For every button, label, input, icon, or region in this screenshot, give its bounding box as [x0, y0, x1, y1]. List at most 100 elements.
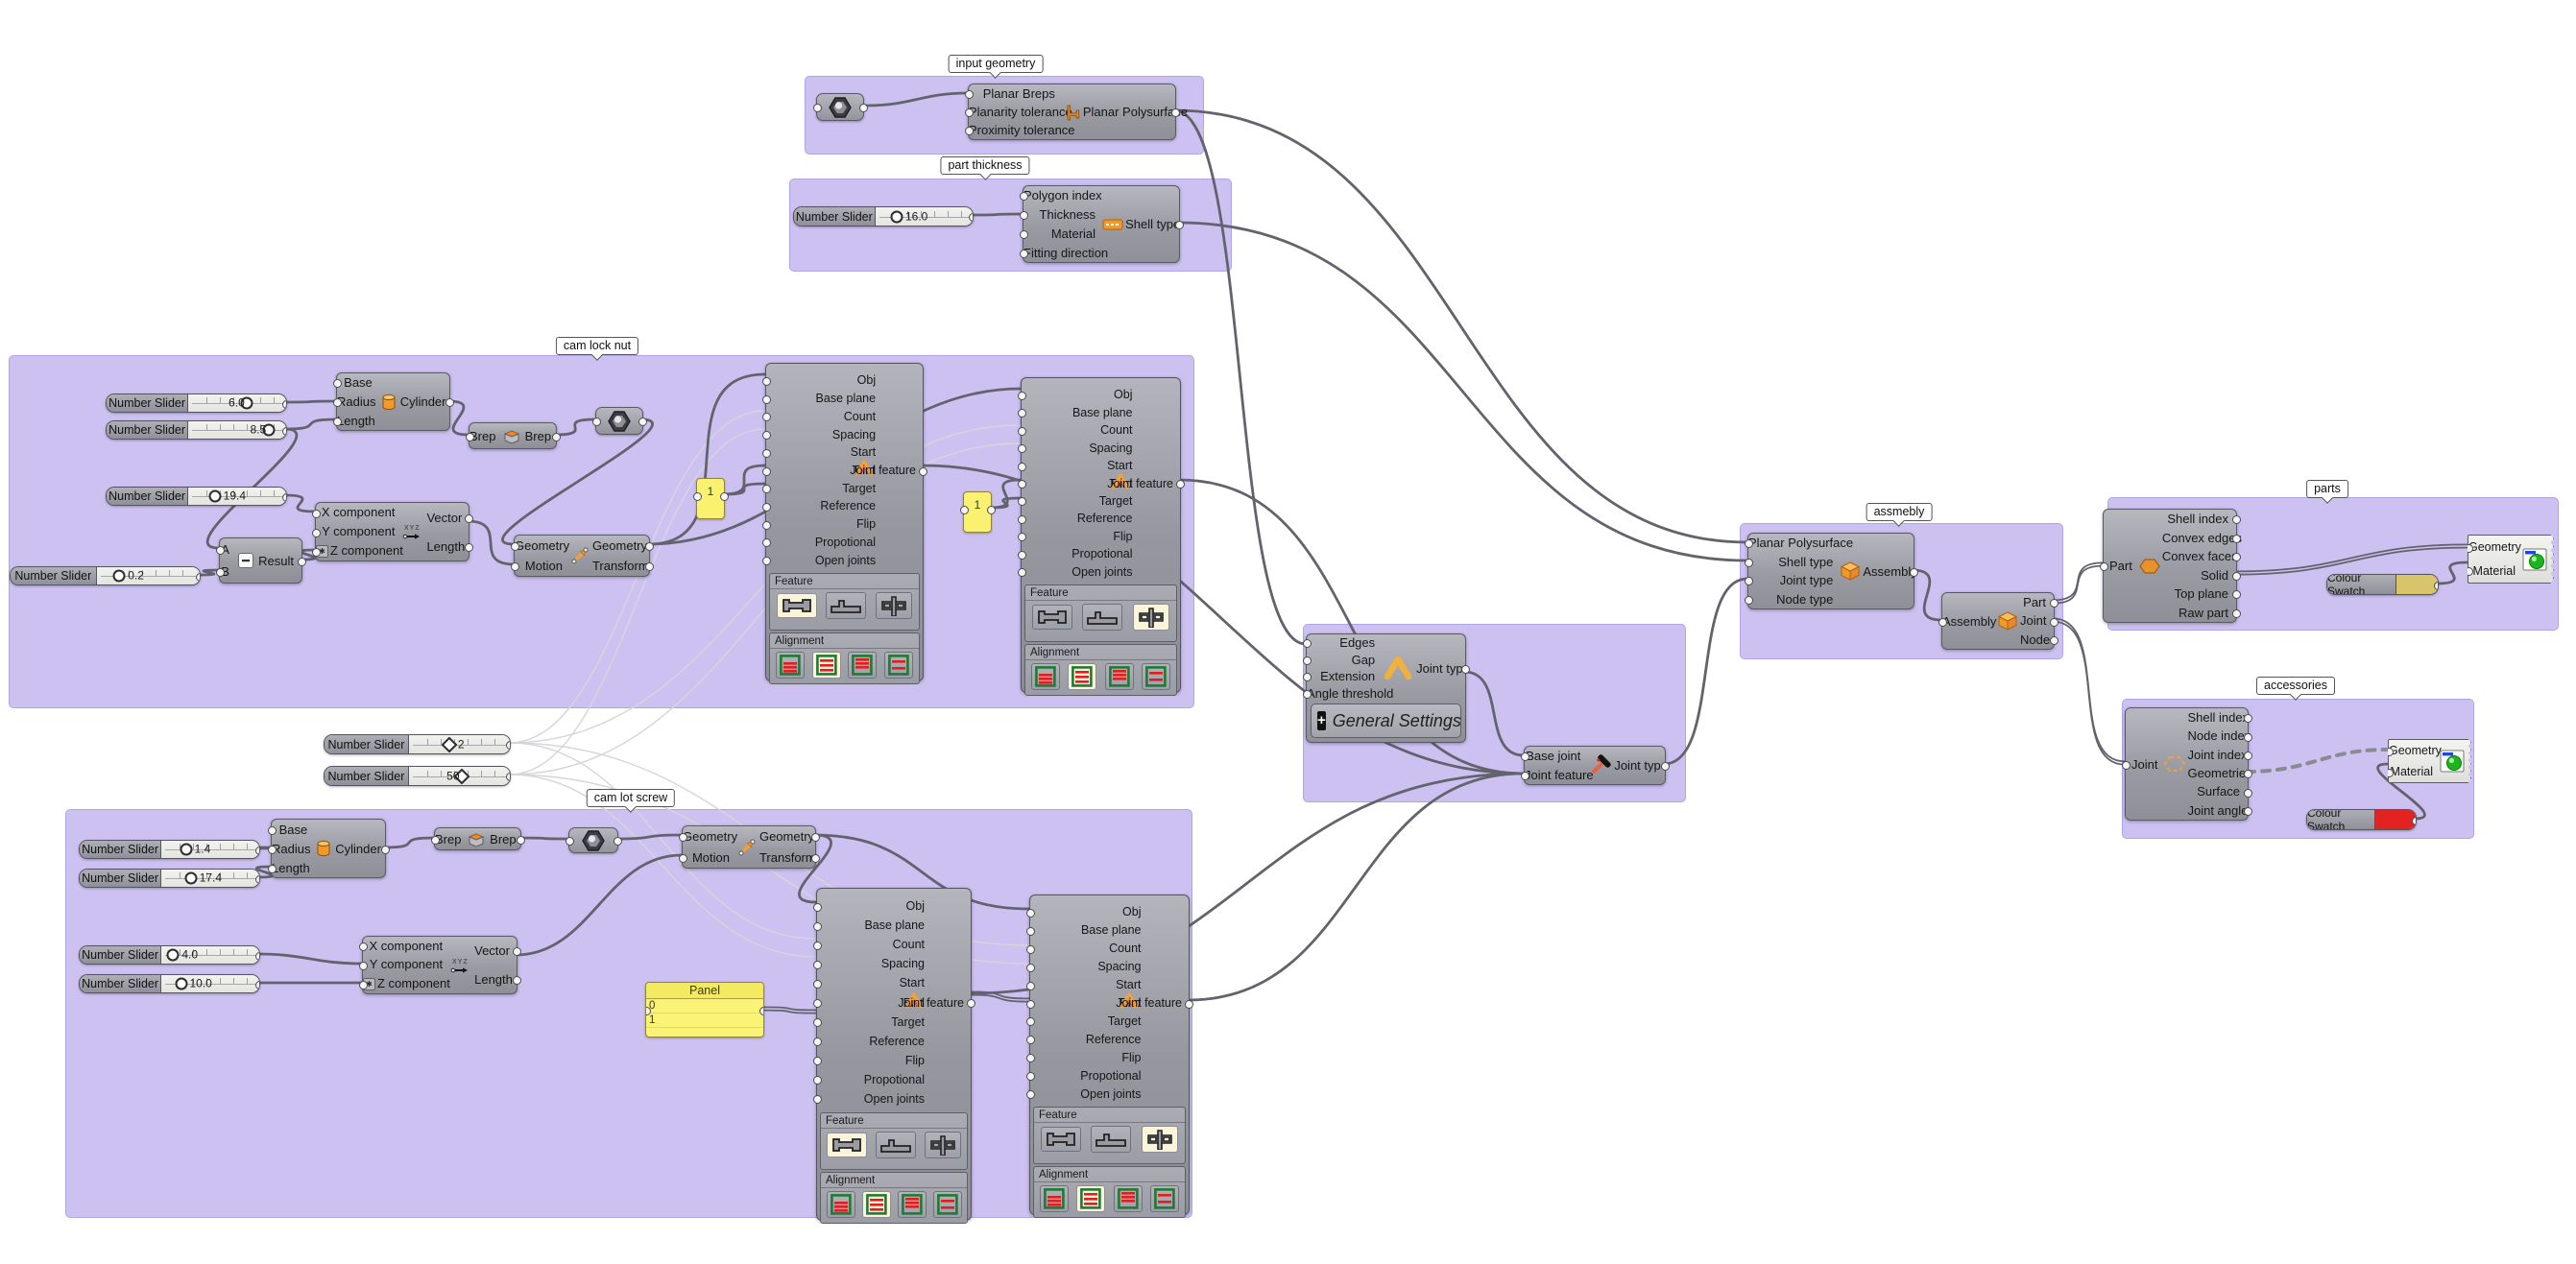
number-slider-track[interactable]: 1.4 — [161, 841, 259, 858]
input-port[interactable] — [1744, 558, 1753, 567]
input-port[interactable] — [761, 448, 771, 458]
input-port[interactable] — [267, 845, 277, 854]
input-port[interactable] — [964, 90, 974, 99]
feature-option-button[interactable] — [776, 593, 817, 618]
output-port[interactable] — [2243, 770, 2252, 779]
input-port[interactable] — [1025, 1054, 1035, 1063]
input-port[interactable] — [2099, 562, 2108, 571]
output-port[interactable] — [1460, 664, 1470, 674]
input-port[interactable] — [1017, 480, 1026, 489]
input-port[interactable] — [1025, 1036, 1035, 1045]
panel-mini[interactable]: 1 — [692, 478, 729, 519]
input-port[interactable] — [761, 485, 771, 494]
output-port[interactable] — [2411, 816, 2416, 825]
output-port[interactable] — [2243, 732, 2252, 742]
input-port[interactable] — [1025, 999, 1035, 1009]
output-port[interactable] — [297, 557, 306, 566]
input-port[interactable] — [678, 833, 687, 843]
slider-knob[interactable] — [175, 977, 187, 990]
input-port[interactable] — [812, 999, 822, 1008]
output-port[interactable] — [918, 466, 927, 476]
input-port[interactable] — [812, 979, 822, 989]
component-brep-2[interactable]: Brep Brep — [430, 827, 525, 850]
input-port[interactable] — [761, 538, 771, 548]
output-port[interactable] — [1174, 221, 1184, 229]
component-brep-1[interactable]: Brep Brep — [465, 422, 561, 449]
output-port[interactable] — [516, 835, 525, 845]
number-slider-track[interactable]: 50 — [408, 767, 510, 785]
alignment-option-button[interactable] — [1149, 1185, 1179, 1212]
input-port[interactable] — [812, 1018, 822, 1028]
output-port[interactable] — [2049, 617, 2058, 627]
number-slider-track[interactable]: 19.4 — [188, 488, 286, 505]
feature-option-button[interactable] — [1032, 605, 1073, 630]
output-port[interactable] — [445, 398, 454, 407]
input-port[interactable] — [465, 432, 474, 441]
input-port[interactable] — [311, 528, 321, 537]
output-port[interactable] — [1909, 567, 1918, 577]
colour-swatch-color[interactable] — [2396, 575, 2438, 594]
input-port[interactable] — [358, 942, 368, 952]
output-port[interactable] — [2243, 714, 2252, 724]
geometry-cluster-pill[interactable] — [565, 827, 622, 853]
number-slider-track[interactable]: 6.0 — [188, 394, 286, 412]
output-port[interactable] — [2243, 751, 2252, 760]
input-port[interactable] — [215, 568, 225, 577]
input-port[interactable] — [761, 431, 771, 441]
input-port[interactable] — [311, 509, 321, 518]
input-port[interactable] — [812, 1037, 822, 1047]
input-port[interactable] — [1025, 981, 1035, 990]
output-port[interactable] — [512, 975, 521, 985]
colour-swatch-color[interactable] — [2375, 810, 2416, 829]
input-port[interactable] — [1025, 1017, 1035, 1027]
feature-option-button[interactable] — [827, 1133, 868, 1157]
expand-plus-icon[interactable]: + — [1317, 711, 1326, 730]
input-port[interactable] — [591, 417, 601, 426]
input-port[interactable] — [1744, 577, 1753, 586]
output-port[interactable] — [281, 426, 286, 436]
input-port[interactable] — [1017, 391, 1026, 400]
input-port[interactable] — [761, 557, 771, 566]
input-port[interactable] — [332, 417, 342, 426]
slider-knob[interactable] — [184, 871, 198, 885]
input-port[interactable] — [510, 562, 519, 571]
alignment-option-button[interactable] — [932, 1191, 962, 1218]
panel-mini[interactable]: 1 — [959, 491, 996, 533]
output-port[interactable] — [858, 104, 868, 112]
output-port[interactable] — [512, 947, 521, 957]
input-port[interactable] — [812, 1076, 822, 1085]
slider-knob[interactable] — [180, 843, 193, 856]
output-port[interactable] — [719, 492, 729, 501]
feature-option-button[interactable] — [1041, 1127, 1082, 1152]
input-port[interactable] — [761, 413, 771, 422]
output-port[interactable] — [644, 562, 654, 571]
input-port[interactable] — [1017, 497, 1026, 507]
input-port[interactable] — [430, 835, 440, 845]
alignment-option-button[interactable] — [775, 652, 805, 679]
alignment-option-button[interactable] — [848, 652, 878, 679]
output-port[interactable] — [254, 846, 259, 855]
input-port[interactable] — [1025, 1090, 1035, 1100]
alignment-option-button[interactable] — [1040, 1185, 1070, 1212]
input-port[interactable] — [1025, 926, 1035, 936]
feature-option-button[interactable] — [1091, 1126, 1132, 1153]
output-port[interactable] — [281, 399, 286, 409]
output-port[interactable] — [2231, 590, 2241, 600]
input-port[interactable] — [2388, 747, 2394, 756]
input-port[interactable] — [761, 520, 771, 530]
